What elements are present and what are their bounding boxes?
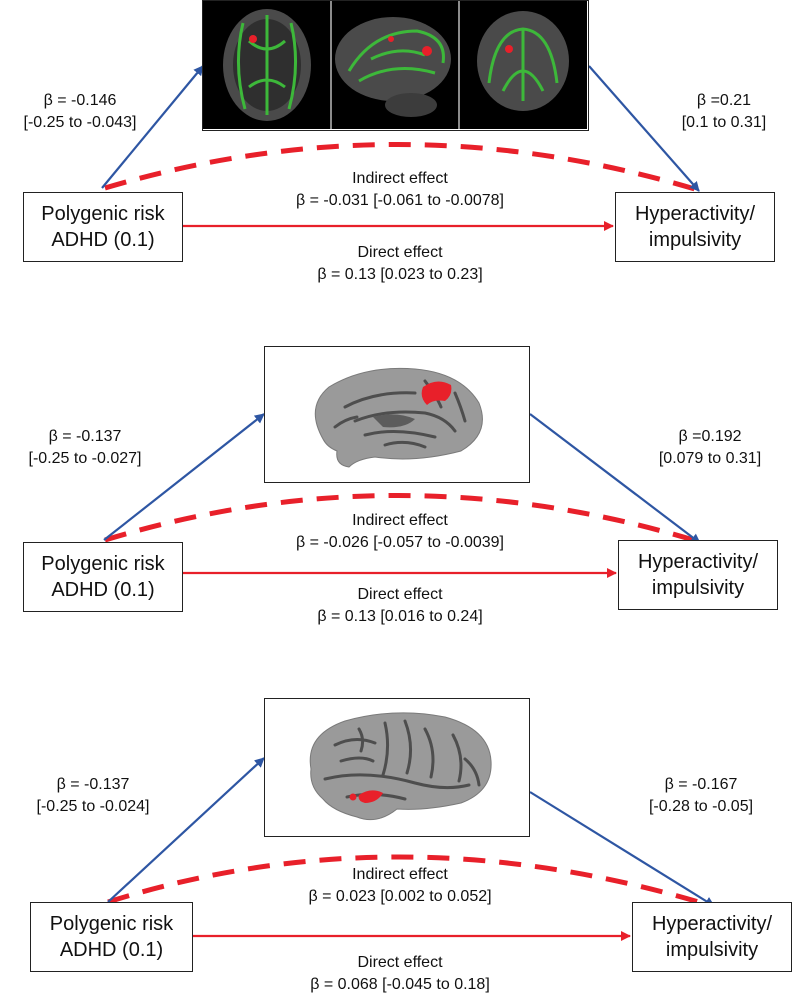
direct-effect-value: β = 0.068 [-0.045 to 0.18] bbox=[310, 976, 490, 993]
axial-slice-icon bbox=[223, 9, 311, 121]
lateral-cortex-image bbox=[264, 698, 530, 837]
path-b-arrow bbox=[588, 65, 700, 192]
panel-1-arrows bbox=[101, 65, 700, 231]
direct-effect-value: β = 0.13 [0.023 to 0.23] bbox=[317, 266, 483, 283]
path-a-beta: β = -0.146 bbox=[43, 92, 117, 109]
path-b-beta: β = -0.167 bbox=[664, 776, 738, 793]
outcome-line-1: Hyperactivity/ bbox=[651, 913, 773, 935]
outcome-line-2: impulsivity bbox=[648, 229, 742, 251]
panel-3-arrows bbox=[107, 757, 715, 941]
outcome-line-2: impulsivity bbox=[651, 577, 745, 599]
predictor-line-2: ADHD (0.1) bbox=[51, 579, 155, 601]
predictor-box: Polygenic risk ADHD (0.1) bbox=[23, 192, 183, 262]
mediation-panel-1: β = -0.146 [-0.25 to -0.043] β =0.21 [0.… bbox=[0, 0, 800, 300]
direct-effect-title: Direct effect bbox=[357, 586, 443, 603]
indirect-effect-label: Indirect effect β = 0.023 [0.002 to 0.05… bbox=[240, 864, 560, 908]
outcome-line-2: impulsivity bbox=[665, 939, 759, 961]
direct-effect-label: Direct effect β = 0.068 [-0.045 to 0.18] bbox=[240, 952, 560, 996]
path-a-ci: [-0.25 to -0.024] bbox=[36, 798, 150, 815]
brain-slices-image bbox=[202, 0, 589, 131]
path-b-label: β =0.21 [0.1 to 0.31] bbox=[648, 90, 800, 134]
path-b-arrow bbox=[529, 413, 701, 544]
path-a-beta: β = -0.137 bbox=[48, 428, 122, 445]
medial-cortex-image bbox=[264, 346, 530, 483]
path-b-label: β = -0.167 [-0.28 to -0.05] bbox=[616, 774, 786, 818]
path-a-beta: β = -0.137 bbox=[56, 776, 130, 793]
direct-effect-label: Direct effect β = 0.13 [0.023 to 0.23] bbox=[240, 242, 560, 286]
path-b-arrow bbox=[529, 791, 715, 907]
path-a-label: β = -0.146 [-0.25 to -0.043] bbox=[0, 90, 160, 134]
indirect-effect-dashed-arc bbox=[104, 142, 699, 193]
predictor-line-1: Polygenic risk bbox=[41, 553, 165, 575]
path-b-ci: [0.079 to 0.31] bbox=[658, 450, 762, 467]
indirect-effect-value: β = 0.023 [0.002 to 0.052] bbox=[308, 888, 492, 905]
indirect-effect-label: Indirect effect β = -0.026 [-0.057 to -0… bbox=[240, 510, 560, 554]
indirect-effect-title: Indirect effect bbox=[352, 866, 448, 883]
path-b-label: β =0.192 [0.079 to 0.31] bbox=[625, 426, 795, 470]
mediation-panel-3: β = -0.137 [-0.25 to -0.024] β = -0.167 … bbox=[0, 690, 800, 1000]
path-b-ci: [0.1 to 0.31] bbox=[681, 114, 767, 131]
path-a-label: β = -0.137 [-0.25 to -0.027] bbox=[0, 426, 170, 470]
path-a-ci: [-0.25 to -0.043] bbox=[23, 114, 137, 131]
indirect-effect-title: Indirect effect bbox=[352, 512, 448, 529]
panel-2-arrows bbox=[103, 413, 701, 578]
indirect-effect-value: β = -0.026 [-0.057 to -0.0039] bbox=[295, 534, 504, 551]
outcome-box: Hyperactivity/ impulsivity bbox=[632, 902, 792, 972]
predictor-line-2: ADHD (0.1) bbox=[51, 229, 155, 251]
indirect-effect-dashed-arc bbox=[107, 854, 713, 909]
path-b-beta: β =0.192 bbox=[678, 428, 742, 445]
indirect-effect-value: β = -0.031 [-0.061 to -0.0078] bbox=[295, 192, 504, 209]
predictor-box: Polygenic risk ADHD (0.1) bbox=[30, 902, 193, 972]
predictor-line-2: ADHD (0.1) bbox=[59, 939, 164, 961]
path-a-arrow bbox=[107, 757, 265, 903]
predictor-line-1: Polygenic risk bbox=[49, 913, 174, 935]
direct-effect-value: β = 0.13 [0.016 to 0.24] bbox=[317, 608, 483, 625]
mediation-panel-2: β = -0.137 [-0.25 to -0.027] β =0.192 [0… bbox=[0, 340, 800, 640]
medial-brain-surface-icon bbox=[314, 367, 483, 468]
path-a-ci: [-0.25 to -0.027] bbox=[28, 450, 142, 467]
path-a-arrow bbox=[101, 65, 204, 189]
outcome-line-1: Hyperactivity/ bbox=[634, 203, 756, 225]
path-a-arrow bbox=[103, 413, 265, 541]
predictor-box: Polygenic risk ADHD (0.1) bbox=[23, 542, 183, 612]
outcome-box: Hyperactivity/ impulsivity bbox=[618, 540, 778, 610]
indirect-effect-title: Indirect effect bbox=[352, 170, 448, 187]
direct-effect-label: Direct effect β = 0.13 [0.016 to 0.24] bbox=[240, 584, 560, 628]
lateral-brain-surface-icon bbox=[309, 712, 492, 821]
sagittal-slice-icon bbox=[335, 17, 451, 117]
predictor-line-1: Polygenic risk bbox=[41, 203, 165, 225]
outcome-line-1: Hyperactivity/ bbox=[637, 551, 759, 573]
indirect-effect-label: Indirect effect β = -0.031 [-0.061 to -0… bbox=[240, 168, 560, 212]
path-b-ci: [-0.28 to -0.05] bbox=[648, 798, 754, 815]
coronal-slice-icon bbox=[477, 11, 569, 111]
direct-effect-title: Direct effect bbox=[357, 244, 443, 261]
path-a-label: β = -0.137 [-0.25 to -0.024] bbox=[8, 774, 178, 818]
direct-effect-title: Direct effect bbox=[357, 954, 443, 971]
indirect-effect-dashed-arc bbox=[104, 493, 701, 545]
path-b-beta: β =0.21 bbox=[696, 92, 752, 109]
outcome-box: Hyperactivity/ impulsivity bbox=[615, 192, 775, 262]
